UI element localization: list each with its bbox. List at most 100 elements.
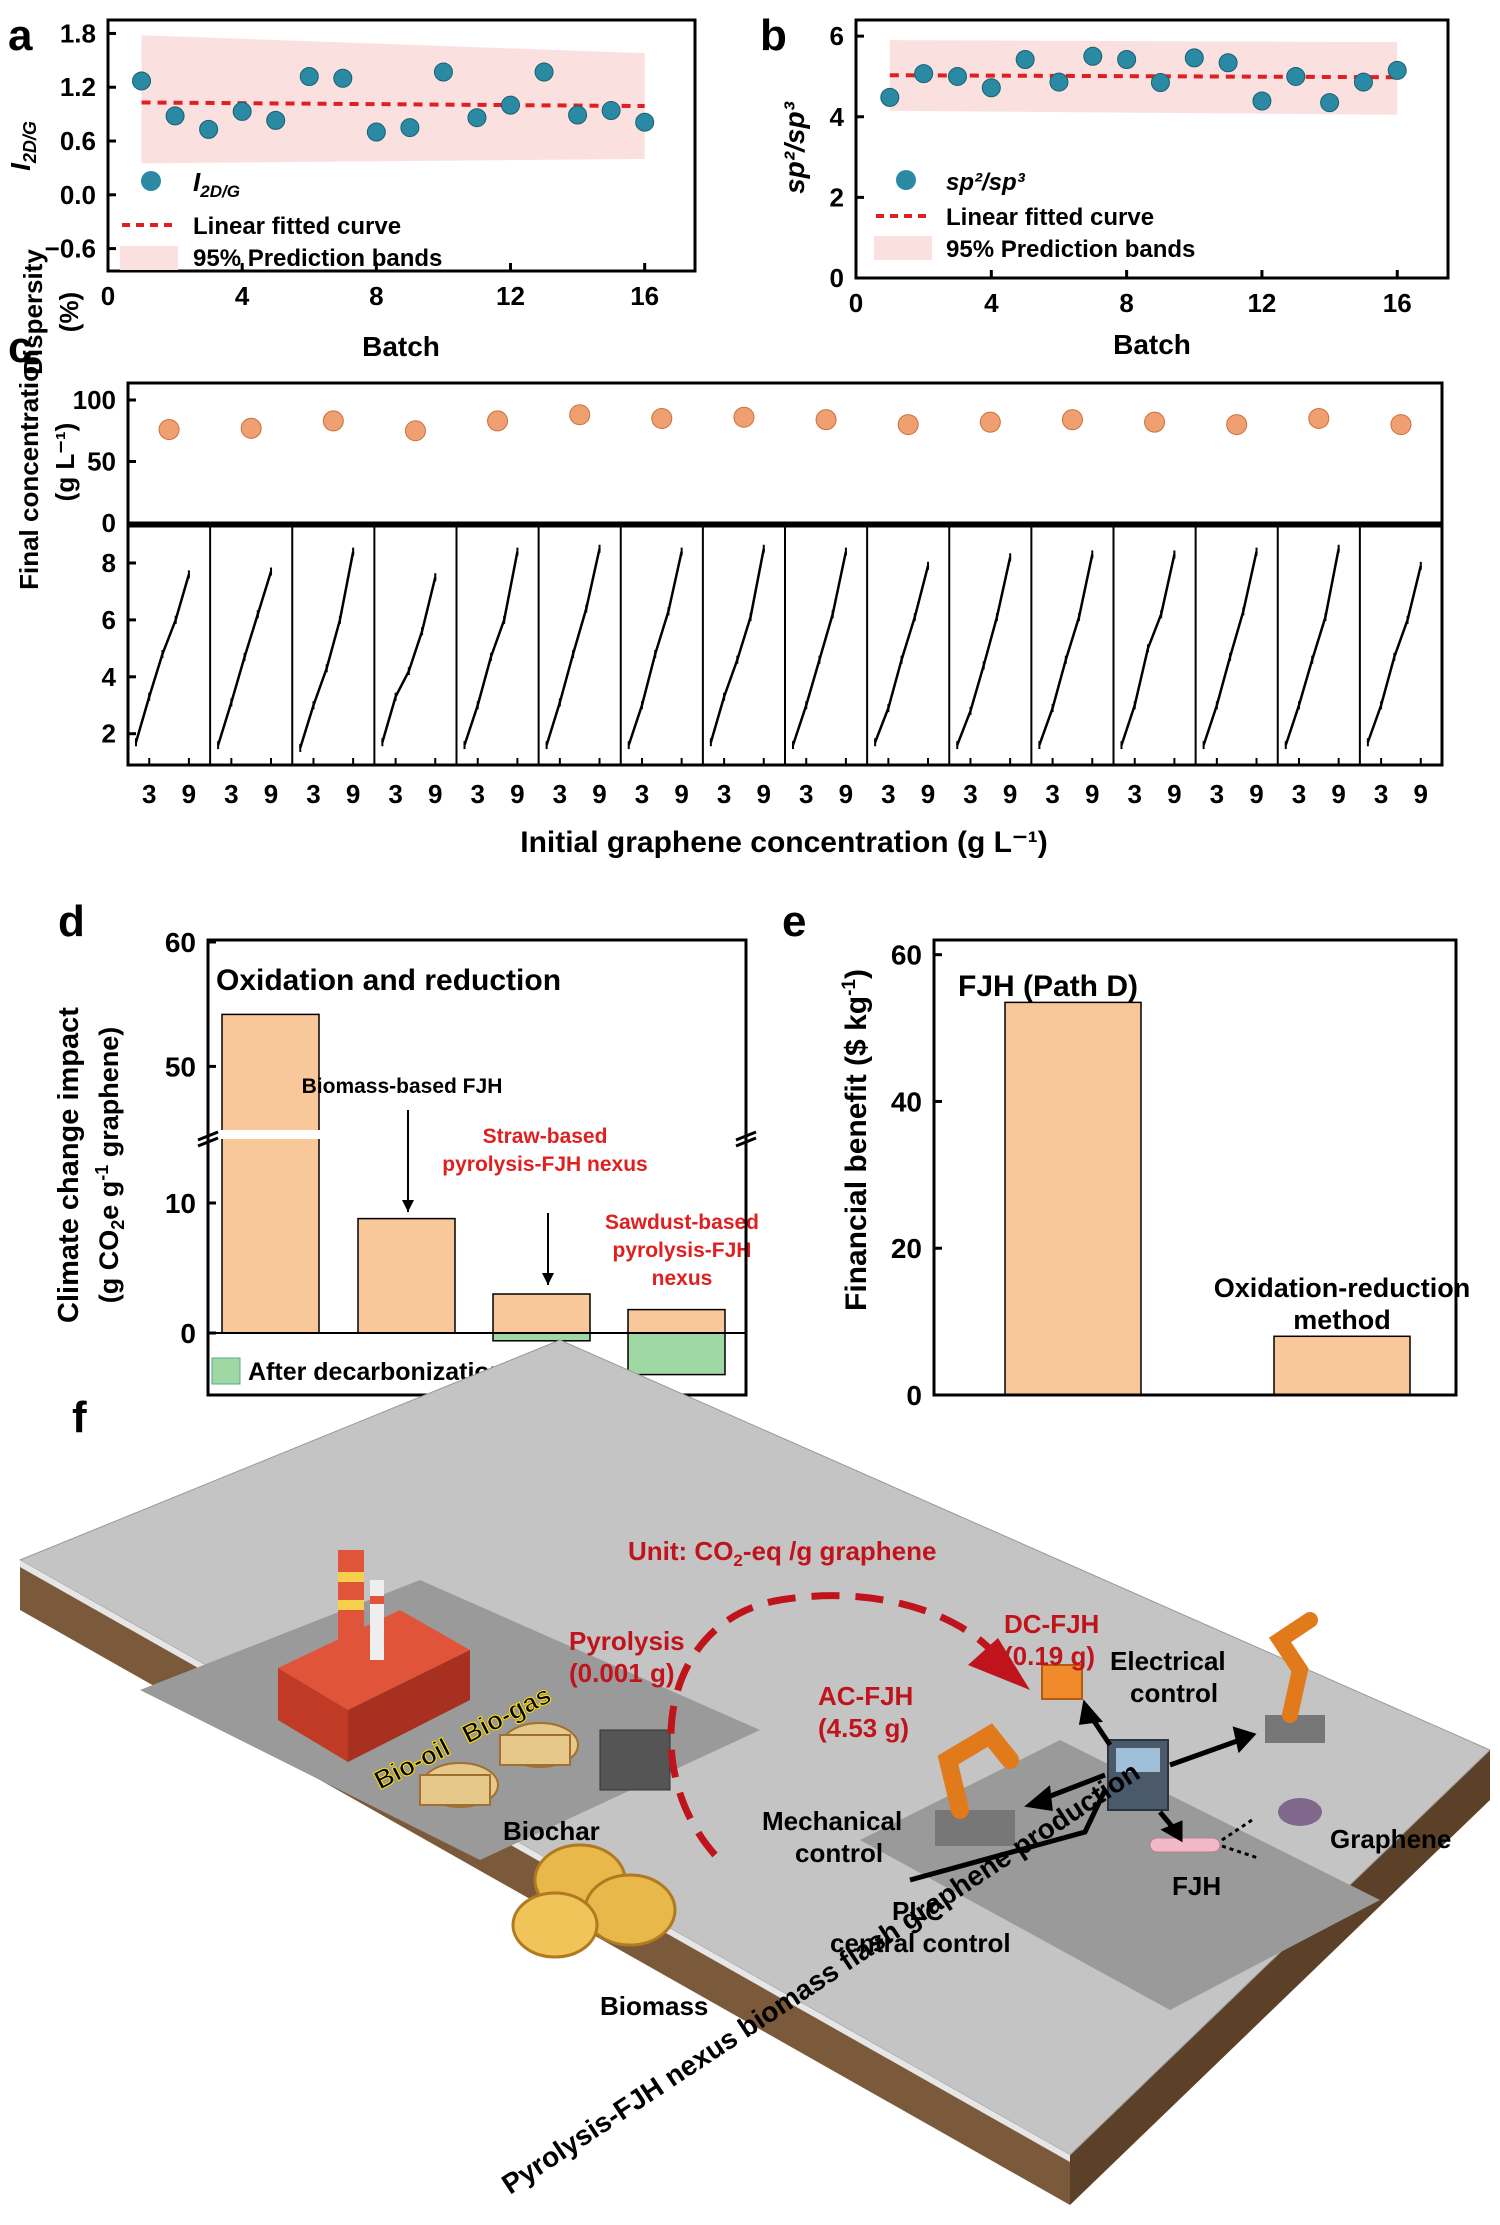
bar bbox=[1004, 1001, 1142, 1396]
x-tick-label: 9 bbox=[839, 779, 853, 809]
y-tick-label: 40 bbox=[891, 1086, 922, 1117]
legend-marker-label-a: I2D/G bbox=[193, 167, 240, 201]
dispersity-point bbox=[322, 410, 344, 432]
dispersity-point bbox=[1308, 407, 1330, 429]
biochar-label: Biochar bbox=[503, 1816, 600, 1846]
data-point bbox=[1387, 60, 1407, 80]
data-point bbox=[333, 68, 353, 88]
x-tick-label: 9 bbox=[182, 779, 196, 809]
axis-break-mark bbox=[735, 1136, 757, 1148]
data-point bbox=[914, 64, 934, 84]
data-point bbox=[299, 66, 319, 86]
bar bbox=[1273, 1335, 1411, 1396]
data-point bbox=[266, 110, 286, 130]
legend-fit-label-b: Linear fitted curve bbox=[946, 204, 1154, 231]
decarbonized-bar bbox=[627, 1332, 726, 1376]
concentration-line bbox=[791, 551, 848, 746]
bar bbox=[627, 1308, 726, 1334]
concentration-line bbox=[627, 551, 683, 746]
bar bbox=[357, 1217, 456, 1334]
chart-b-legend: sp²/sp³ Linear fitted curve 95% Predicti… bbox=[874, 169, 1195, 263]
x-tick-label: 3 bbox=[553, 779, 567, 809]
data-point bbox=[981, 78, 1001, 98]
chart-c-dispersity: 0 50 100 bbox=[73, 381, 1444, 538]
data-point bbox=[880, 87, 900, 107]
y-tick-label: 2 bbox=[102, 719, 116, 749]
robot-arm-graphene-icon bbox=[1265, 1612, 1325, 1743]
plc-screen-icon bbox=[1116, 1748, 1160, 1772]
x-tick-label: 9 bbox=[346, 779, 360, 809]
concentration-line bbox=[463, 551, 519, 746]
decarbonized-bar bbox=[492, 1332, 591, 1342]
plc-label-line1: PLC bbox=[892, 1896, 944, 1926]
x-tick-label: 9 bbox=[674, 779, 688, 809]
panel-label-b: b bbox=[760, 11, 787, 60]
data-point bbox=[165, 106, 185, 126]
panel-label-d: d bbox=[58, 897, 85, 946]
chart-c-top-ylabel-1: Dispersity bbox=[18, 249, 48, 375]
data-point bbox=[1286, 66, 1306, 86]
legend-green-swatch bbox=[211, 1357, 241, 1385]
chart-c-top-ylabel-2: (%) bbox=[54, 292, 84, 332]
dispersity-point bbox=[897, 414, 919, 436]
data-point bbox=[132, 71, 152, 91]
legend-fit-label-a: Linear fitted curve bbox=[193, 213, 401, 240]
biochar-icon bbox=[599, 1729, 671, 1791]
panel-label-a: a bbox=[8, 11, 33, 60]
x-tick-label: 3 bbox=[881, 779, 895, 809]
y-tick-label: 0 bbox=[830, 263, 844, 293]
concentration-line bbox=[134, 574, 191, 743]
chart-e-ylabel: Financial benefit ($ kg-1) bbox=[839, 969, 873, 1311]
x-tick-label: 9 bbox=[921, 779, 935, 809]
axis-break-mark bbox=[197, 1136, 219, 1148]
dispersity-point bbox=[1226, 414, 1248, 436]
dispersity-frame bbox=[126, 381, 1444, 525]
x-tick-label: 9 bbox=[592, 779, 606, 809]
bar bbox=[221, 1013, 320, 1334]
robot-arm-mechanical-icon bbox=[935, 1723, 1019, 1846]
y-tick-label: 4 bbox=[102, 662, 117, 692]
axis-break-mark bbox=[197, 1130, 219, 1142]
y-tick-label: 0 bbox=[102, 508, 116, 538]
chart-a-xlabel: Batch bbox=[362, 331, 440, 362]
annotation-arrowhead bbox=[402, 1200, 414, 1212]
mechanical-control-line1: Mechanical bbox=[762, 1806, 902, 1836]
chart-d-ylabel-2: (g CO2e g-1 graphene) bbox=[92, 1027, 128, 1304]
bar-annotation: method bbox=[1293, 1305, 1391, 1335]
y-tick-label: 50 bbox=[87, 447, 116, 477]
y-tick-label: 0.0 bbox=[60, 180, 96, 210]
y-tick-label: 4 bbox=[830, 102, 845, 132]
dispersity-point bbox=[733, 406, 755, 428]
x-tick-label: 3 bbox=[1292, 779, 1306, 809]
data-point bbox=[1015, 50, 1035, 70]
x-tick-label: 0 bbox=[101, 281, 115, 311]
cycle-arrowhead bbox=[968, 1638, 1030, 1690]
bar-annotation: Sawdust-based bbox=[605, 1211, 759, 1234]
chart-d-plot-area: Biomass-based FJHStraw-basedpyrolysis-FJ… bbox=[210, 1013, 759, 1376]
data-point bbox=[1353, 72, 1373, 92]
y-tick-label: 0 bbox=[180, 1318, 196, 1349]
concentration-line bbox=[1284, 548, 1340, 746]
unit-label: Unit: CO2-eq /g graphene bbox=[628, 1536, 936, 1570]
x-tick-label: 9 bbox=[1249, 779, 1263, 809]
chart-a-plot-area bbox=[132, 35, 655, 164]
data-point bbox=[1218, 53, 1238, 73]
concentration-line bbox=[545, 548, 601, 746]
base-soil-right bbox=[1070, 1750, 1490, 2205]
concentration-line bbox=[1038, 554, 1094, 746]
y-tick-label: 100 bbox=[73, 385, 116, 415]
data-point bbox=[467, 108, 487, 128]
chart-a-ylabel: I2D/G bbox=[5, 121, 40, 171]
x-tick-label: 3 bbox=[224, 779, 238, 809]
dc-fjh-value: (0.19 g) bbox=[1004, 1641, 1095, 1671]
chart-b-ylabel: sp²/sp³ bbox=[779, 101, 810, 193]
bar bbox=[492, 1293, 591, 1334]
x-tick-label: 9 bbox=[757, 779, 771, 809]
y-tick-label: 0 bbox=[906, 1380, 922, 1411]
data-point bbox=[433, 62, 453, 82]
